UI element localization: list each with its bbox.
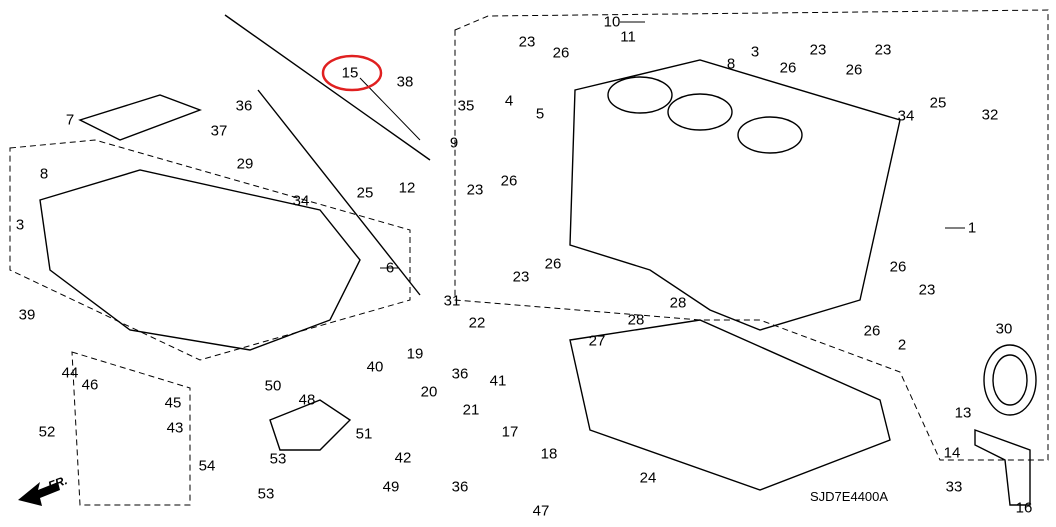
callout-part-31: 31 [443,292,461,310]
callout-part-30: 30 [995,320,1013,338]
callout-part-53: 53 [269,450,287,468]
engine-block-sketch [39,14,1037,506]
callout-part-23: 23 [466,181,484,199]
callout-part-43: 43 [166,419,184,437]
callout-part-54: 54 [198,457,216,475]
callout-part-29: 29 [236,155,254,173]
callout-part-48: 48 [298,391,316,409]
callout-part-12: 12 [398,179,416,197]
front-arrow-icon [18,482,60,506]
callout-part-40: 40 [366,358,384,376]
callout-part-18: 18 [540,445,558,463]
callout-part-8: 8 [726,55,736,73]
callout-part-6: 6 [385,259,395,277]
callout-part-16: 16 [1015,499,1033,517]
callout-part-9: 9 [449,134,459,152]
callout-part-26: 26 [889,258,907,276]
callout-part-15: 15 [341,64,359,82]
callout-part-38: 38 [396,73,414,91]
callout-part-25: 25 [929,94,947,112]
callout-part-37: 37 [210,122,228,140]
callout-part-32: 32 [981,106,999,124]
callout-part-51: 51 [355,425,373,443]
callout-part-45: 45 [164,394,182,412]
sensor-bracket-boundary [71,351,191,506]
callout-part-24: 24 [639,469,657,487]
callout-part-39: 39 [18,306,36,324]
callout-part-27: 27 [588,332,606,350]
callout-part-49: 49 [382,478,400,496]
callout-part-13: 13 [954,404,972,422]
callout-part-5: 5 [535,105,545,123]
callout-part-23: 23 [512,268,530,286]
callout-part-35: 35 [457,97,475,115]
callout-part-4: 4 [504,92,514,110]
callout-part-20: 20 [420,383,438,401]
group-boundaries [9,9,1049,506]
callout-part-2: 2 [897,336,907,354]
callout-part-33: 33 [945,478,963,496]
callout-part-26: 26 [552,44,570,62]
callout-part-3: 3 [750,43,760,61]
callout-part-17: 17 [501,423,519,441]
diagram-code: SJD7E4400A [810,489,889,504]
callout-part-52: 52 [38,423,56,441]
callout-part-23: 23 [518,33,536,51]
callout-part-36: 36 [451,365,469,383]
callout-part-7: 7 [65,111,75,129]
callout-part-26: 26 [544,255,562,273]
callout-part-46: 46 [81,376,99,394]
callout-part-23: 23 [809,41,827,59]
cylinder-block-boundary [454,9,1049,461]
callout-part-8: 8 [39,165,49,183]
leader-lines [359,21,965,269]
callout-part-19: 19 [406,345,424,363]
callout-part-10: 10 [603,13,621,31]
callout-part-34: 34 [292,192,310,210]
callout-part-50: 50 [264,377,282,395]
callout-part-22: 22 [468,314,486,332]
callout-part-42: 42 [394,449,412,467]
callout-part-36: 36 [235,97,253,115]
callout-part-11: 11 [620,28,636,46]
callout-part-23: 23 [874,41,892,59]
callout-part-25: 25 [356,184,374,202]
callout-part-47: 47 [532,502,550,520]
callout-part-26: 26 [845,61,863,79]
callout-part-36: 36 [451,478,469,496]
callout-part-44: 44 [61,364,79,382]
callout-part-23: 23 [918,281,936,299]
callout-part-28: 28 [669,294,687,312]
callout-part-21: 21 [462,401,480,419]
callout-part-26: 26 [863,322,881,340]
callout-part-53: 53 [257,485,275,503]
callout-part-28: 28 [627,311,645,329]
callout-part-1: 1 [967,219,977,237]
oil-pan-boundary [9,139,411,361]
callout-part-34: 34 [897,107,915,125]
highlight-circle-part-15 [321,54,383,92]
callout-part-26: 26 [779,59,797,77]
callout-part-41: 41 [489,372,507,390]
callout-part-14: 14 [943,444,961,462]
callout-part-26: 26 [500,172,518,190]
callout-part-3: 3 [15,216,25,234]
